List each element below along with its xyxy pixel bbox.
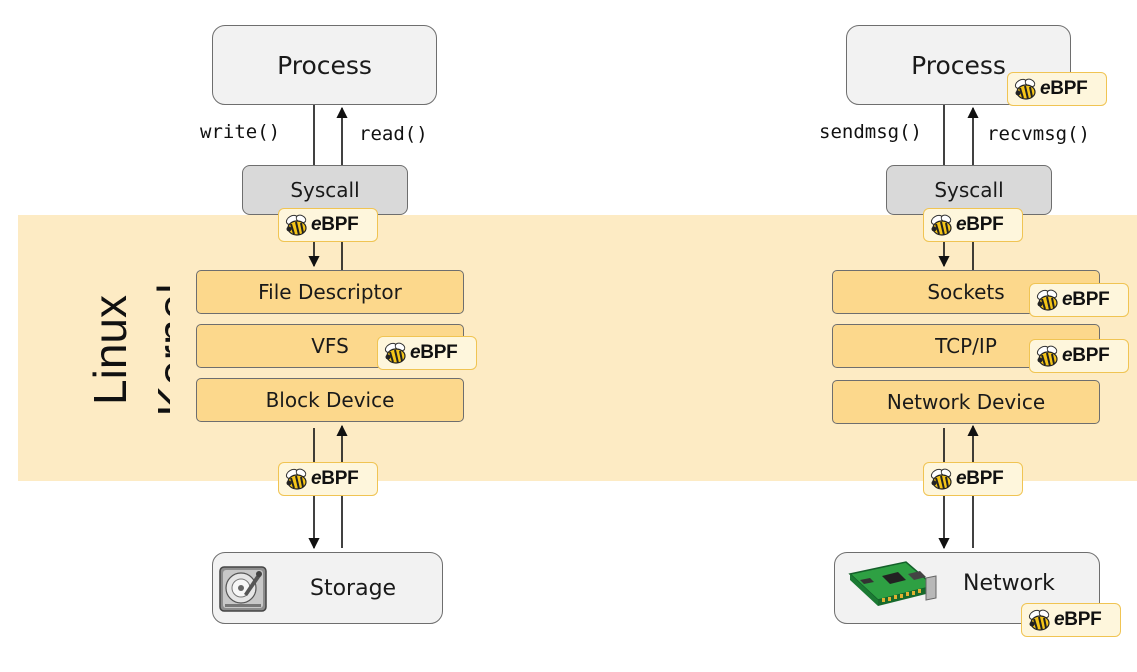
ebpf-badge-syscall-left: eBPF [278,208,378,242]
layer-label: VFS [311,334,349,358]
ebpf-suffix: BPF [966,214,1004,235]
layer-label: Block Device [265,388,395,412]
bee-icon [1036,289,1058,311]
ebpf-badge-syscall-right: eBPF [923,208,1023,242]
process-box-left: Process [212,25,437,105]
device-label-storage: Storage [310,575,397,601]
ebpf-badge-vfs: eBPF [377,336,477,370]
bee-icon [930,214,952,236]
bee-icon [1014,78,1036,100]
bee-icon [1036,345,1058,367]
read-call-label: read() [359,123,428,145]
ebpf-prefix: e [956,214,967,235]
ebpf-suffix: BPF [966,468,1004,489]
process-label-right: Process [911,50,1006,80]
layer-network-device: Network Device [832,380,1100,424]
syscall-box-right: Syscall [886,165,1052,215]
bee-icon [384,342,406,364]
ebpf-badge-process-right: eBPF [1007,72,1107,106]
ebpf-prefix: e [1054,609,1065,630]
ebpf-badge-network: eBPF [1021,603,1121,637]
recvmsg-call-label: recvmsg() [987,123,1090,145]
ebpf-suffix: BPF [1072,289,1110,310]
syscall-box-left: Syscall [242,165,408,215]
bee-icon [930,468,952,490]
layer-block-device: Block Device [196,378,464,422]
ebpf-suffix: BPF [420,342,458,363]
layer-label: File Descriptor [258,280,402,304]
kernel-label-line2: Kernel [148,284,170,417]
ebpf-prefix: e [1062,345,1073,366]
layer-label: Network Device [886,390,1046,414]
sendmsg-call-label: sendmsg() [819,121,922,143]
syscall-label-right: Syscall [934,178,1004,202]
ebpf-badge-network-device: eBPF [923,462,1023,496]
ebpf-prefix: e [311,214,322,235]
bee-icon [1028,609,1050,631]
ebpf-prefix: e [1062,289,1073,310]
bee-icon [285,468,307,490]
write-call-label: write() [200,121,281,143]
ebpf-suffix: BPF [321,468,359,489]
kernel-label-line1: Linux [84,295,136,405]
ebpf-suffix: BPF [1072,345,1110,366]
device-label-network: Network [963,570,1055,596]
network-card-icon [846,556,938,616]
hard-disk-icon [217,563,269,615]
ebpf-suffix: BPF [1064,609,1102,630]
ebpf-prefix: e [956,468,967,489]
ebpf-prefix: e [1040,78,1051,99]
process-label-left: Process [277,50,372,80]
syscall-label-left: Syscall [290,178,360,202]
process-box-right: Process [846,25,1071,105]
bee-icon [285,214,307,236]
ebpf-prefix: e [410,342,421,363]
layer-label: TCP/IP [935,334,997,358]
ebpf-badge-sockets: eBPF [1029,283,1129,317]
ebpf-suffix: BPF [321,214,359,235]
layer-file-descriptor: File Descriptor [196,270,464,314]
ebpf-prefix: e [311,468,322,489]
ebpf-badge-tcp-ip: eBPF [1029,339,1129,373]
kernel-label: Linux Kernel [40,255,170,445]
ebpf-suffix: BPF [1050,78,1088,99]
layer-label: Sockets [927,280,1005,304]
ebpf-badge-storage: eBPF [278,462,378,496]
